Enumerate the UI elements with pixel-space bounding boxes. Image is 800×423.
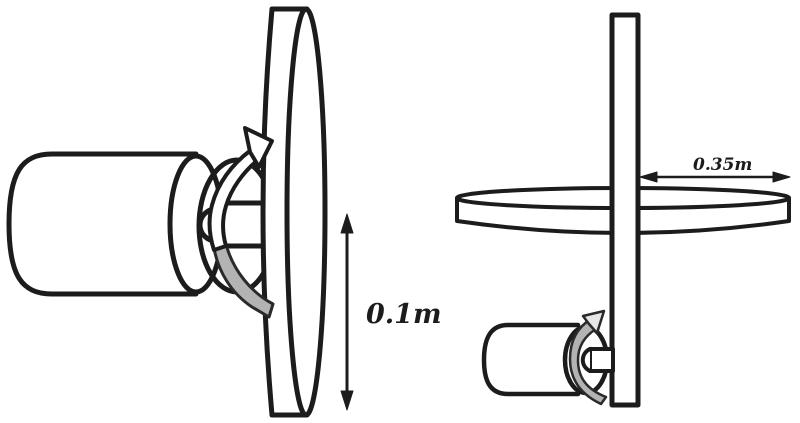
left-rotation-arrow-head-icon	[243, 126, 274, 169]
left-assembly: 0.1m	[6, 6, 442, 418]
right-assembly: 0.35m	[455, 12, 791, 408]
left-dimension-arrow-icon	[340, 213, 354, 411]
left-rotation-arrow-tail	[212, 242, 275, 319]
right-dimension-label: 0.35m	[693, 155, 752, 175]
vertical-rod	[609, 12, 641, 408]
right-motor-body	[481, 322, 581, 397]
right-drive-shaft	[588, 347, 615, 373]
right-rotation-arrow-head-icon	[581, 309, 606, 335]
flywheel-face	[284, 6, 328, 418]
right-shaft-cap	[580, 347, 592, 373]
right-dimension-arrow-icon	[639, 171, 791, 183]
left-rotation-arrow-body	[207, 148, 261, 252]
left-dimension-label: 0.1m	[366, 299, 442, 330]
left-motor-body	[6, 151, 199, 297]
